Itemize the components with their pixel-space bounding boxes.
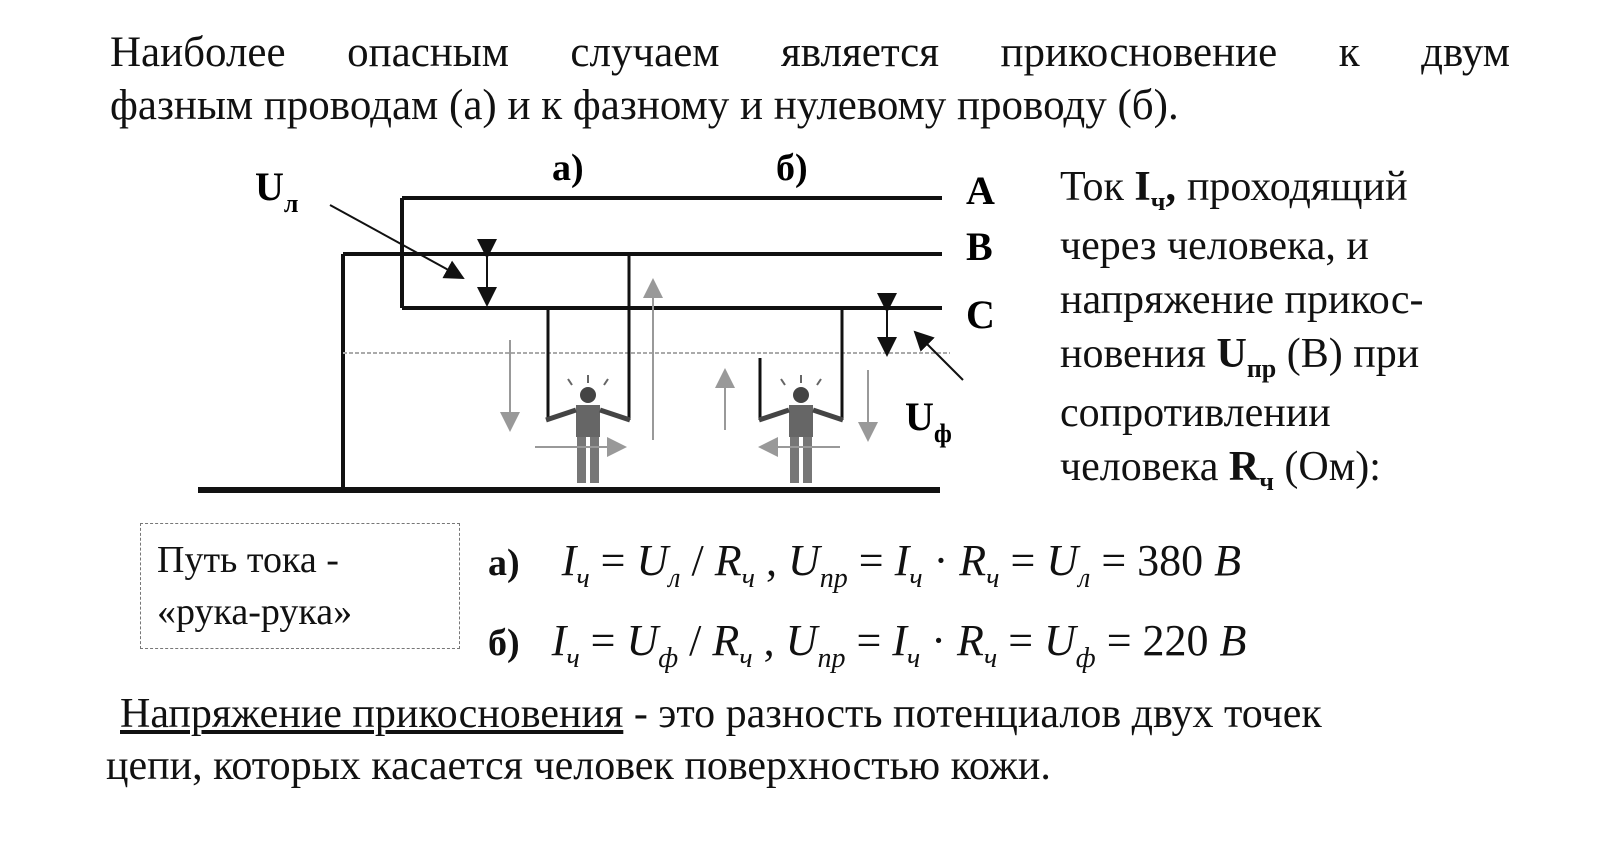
formula-a: Iч = Uл / Rч , Uпр = Iч · Rч = Uл = 380 … [561, 536, 1242, 594]
u-phase-label: Uф [905, 394, 952, 448]
case-a-label: а) [552, 147, 584, 189]
formula-b-row: б) Iч = Uф / Rч , Uпр = Iч · Rч = Uф = 2… [488, 615, 1247, 674]
wire-c-label: C [966, 292, 995, 337]
path-box-line-2: «рука-рука» [157, 591, 353, 633]
path-box-line-1: Путь тока - [157, 539, 339, 581]
intro-line-2: фазным проводам (а) и к фазному и нулево… [110, 82, 1179, 129]
u-line-label: Uл [255, 164, 298, 218]
formula-b: Iч = Uф / Rч , Uпр = Iч · Rч = Uф = 220 … [551, 616, 1247, 674]
definition-line-2: цепи, которых касается человек поверхнос… [106, 743, 1051, 789]
formula-a-label: а) [488, 542, 520, 584]
formula-a-row: а) Iч = Uл / Rч , Uпр = Iч · Rч = Uл = 3… [488, 535, 1242, 594]
definition-term: Напряжение прикосновения [120, 691, 624, 737]
case-b-label: б) [776, 147, 808, 189]
current-path-box: Путь тока - «рука-рука» [140, 523, 460, 649]
intro-line-1: Наиболее опасным случаем является прикос… [110, 29, 1510, 76]
wire-b-label: B [966, 224, 993, 269]
wire-a-label: A [966, 168, 995, 213]
formula-b-label: б) [488, 622, 520, 664]
circuit-diagram: а) б) A B C Uл Uф [198, 147, 995, 493]
side-description: Ток Iч,, проходящий через человека, и на… [1060, 164, 1424, 496]
definition-paragraph: Напряжение прикосновения - это разность … [106, 688, 1506, 792]
